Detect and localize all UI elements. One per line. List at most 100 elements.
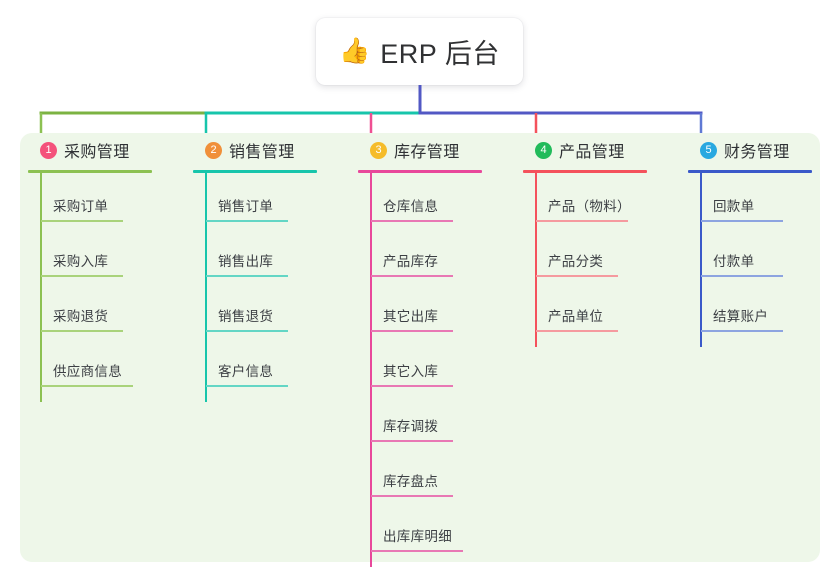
menu-item[interactable]: 销售订单 (185, 173, 350, 228)
menu-item-label: 产品（物料） (548, 199, 631, 214)
menu-item-label: 出库库明细 (383, 529, 452, 544)
column-underline (358, 170, 482, 173)
diagram-title-card[interactable]: 👍 ERP 后台 (316, 18, 523, 85)
menu-item[interactable]: 其它出库 (350, 283, 515, 338)
menu-item-underline (206, 385, 288, 387)
menu-item-underline (206, 330, 288, 332)
menu-item-label: 销售订单 (218, 199, 274, 214)
menu-item[interactable]: 库存调拨 (350, 393, 515, 448)
column-item-list: 采购订单采购入库采购退货供应商信息 (20, 173, 185, 393)
column-header-1[interactable]: 1 采购管理 (20, 133, 185, 167)
menu-item-underline (41, 385, 133, 387)
menu-item-underline (701, 220, 783, 222)
column-3: 3 库存管理仓库信息产品库存其它出库其它入库库存调拨库存盘点出库库明细 (350, 133, 515, 567)
menu-item-label: 仓库信息 (383, 199, 439, 214)
menu-item[interactable]: 其它入库 (350, 338, 515, 393)
menu-item-label: 采购入库 (53, 254, 109, 269)
menu-item[interactable]: 采购订单 (20, 173, 185, 228)
thumbs-up-icon: 👍 (339, 37, 371, 65)
menu-item-label: 供应商信息 (53, 364, 122, 379)
menu-item[interactable]: 销售出库 (185, 228, 350, 283)
menu-item-underline (371, 495, 453, 497)
page-title: ERP 后台 (380, 39, 500, 69)
menu-item-underline (371, 275, 453, 277)
menu-item-label: 产品分类 (548, 254, 604, 269)
menu-item[interactable]: 产品（物料） (515, 173, 680, 228)
column-badge-icon: 1 (40, 141, 57, 159)
column-underline (688, 170, 812, 173)
column-1: 1 采购管理采购订单采购入库采购退货供应商信息 (20, 133, 185, 402)
column-title: 产品管理 (559, 144, 625, 161)
column-badge-icon: 5 (700, 141, 717, 159)
column-spine (535, 173, 537, 347)
column-spine (700, 173, 702, 347)
column-title: 库存管理 (394, 144, 460, 161)
column-5: 5 财务管理回款单付款单结算账户 (680, 133, 839, 347)
diagram-panel (20, 133, 820, 562)
menu-item-underline (701, 275, 783, 277)
menu-item[interactable]: 付款单 (680, 228, 839, 283)
column-spine (370, 173, 372, 567)
column-underline (28, 170, 152, 173)
menu-item[interactable]: 产品库存 (350, 228, 515, 283)
menu-item-underline (371, 440, 453, 442)
menu-item-underline (41, 275, 123, 277)
menu-item-label: 其它出库 (383, 309, 439, 324)
menu-item-underline (206, 275, 288, 277)
column-item-list: 产品（物料） 产品分类产品单位 (515, 173, 680, 338)
menu-item-label: 结算账户 (713, 309, 769, 324)
column-underline (193, 170, 317, 173)
menu-item[interactable]: 回款单 (680, 173, 839, 228)
menu-item[interactable]: 仓库信息 (350, 173, 515, 228)
menu-item[interactable]: 采购入库 (20, 228, 185, 283)
menu-item-underline (536, 220, 628, 222)
menu-item-underline (371, 550, 463, 552)
menu-item[interactable]: 采购退货 (20, 283, 185, 338)
menu-item-label: 产品单位 (548, 309, 604, 324)
column-item-list: 仓库信息产品库存其它出库其它入库库存调拨库存盘点出库库明细 (350, 173, 515, 558)
column-header-2[interactable]: 2 销售管理 (185, 133, 350, 167)
menu-item-underline (371, 385, 453, 387)
column-title: 财务管理 (724, 144, 790, 161)
column-title: 销售管理 (229, 144, 295, 161)
column-container: 1 采购管理采购订单采购入库采购退货供应商信息 2 销售管理销售订单销售出库销售退货客… (20, 133, 820, 567)
menu-item-label: 销售出库 (218, 254, 274, 269)
menu-item-underline (536, 275, 618, 277)
column-badge-icon: 3 (370, 141, 387, 159)
menu-item[interactable]: 产品分类 (515, 228, 680, 283)
menu-item-label: 其它入库 (383, 364, 439, 379)
menu-item-underline (371, 330, 453, 332)
column-2: 2 销售管理销售订单销售出库销售退货客户信息 (185, 133, 350, 402)
column-header-3[interactable]: 3 库存管理 (350, 133, 515, 167)
menu-item[interactable]: 结算账户 (680, 283, 839, 338)
menu-item-underline (701, 330, 783, 332)
menu-item-label: 付款单 (713, 254, 755, 269)
column-spine (40, 173, 42, 402)
menu-item-underline (41, 330, 123, 332)
menu-item-underline (536, 330, 618, 332)
menu-item[interactable]: 出库库明细 (350, 503, 515, 558)
menu-item-label: 采购退货 (53, 309, 109, 324)
menu-item[interactable]: 库存盘点 (350, 448, 515, 503)
menu-item-label: 库存盘点 (383, 474, 439, 489)
column-underline (523, 170, 647, 173)
menu-item-label: 库存调拨 (383, 419, 439, 434)
menu-item[interactable]: 供应商信息 (20, 338, 185, 393)
menu-item-label: 销售退货 (218, 309, 274, 324)
column-item-list: 销售订单销售出库销售退货客户信息 (185, 173, 350, 393)
column-title: 采购管理 (64, 144, 130, 161)
menu-item[interactable]: 销售退货 (185, 283, 350, 338)
column-badge-icon: 2 (205, 141, 222, 159)
menu-item-label: 回款单 (713, 199, 755, 214)
column-header-5[interactable]: 5 财务管理 (680, 133, 839, 167)
menu-item[interactable]: 客户信息 (185, 338, 350, 393)
column-item-list: 回款单付款单结算账户 (680, 173, 839, 338)
menu-item-label: 客户信息 (218, 364, 274, 379)
menu-item-underline (371, 220, 453, 222)
menu-item-label: 产品库存 (383, 254, 439, 269)
menu-item[interactable]: 产品单位 (515, 283, 680, 338)
menu-item-label: 采购订单 (53, 199, 109, 214)
